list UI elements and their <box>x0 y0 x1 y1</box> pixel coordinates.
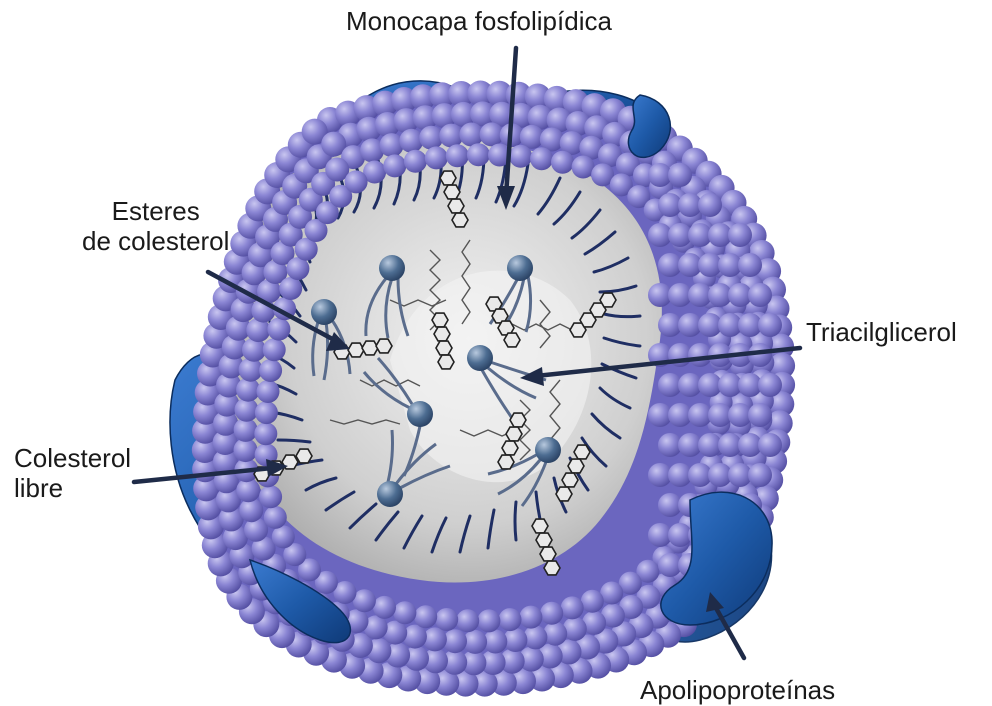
phospholipid-head <box>758 313 782 337</box>
phospholipid-head <box>456 609 479 632</box>
phospholipid-head <box>404 150 427 173</box>
phospholipid-head <box>435 608 458 631</box>
phospholipid-head <box>373 596 396 619</box>
phospholipid-head <box>446 144 469 167</box>
phospholipid-head <box>698 193 722 217</box>
label-triacilglicerol: Triacilglicerol <box>806 317 957 347</box>
phospholipid-head <box>242 338 266 362</box>
label-esteres-de-colesterol: Esteres de colesterol <box>82 196 229 256</box>
label-apolipoproteinas: Apolipoproteínas <box>640 675 835 705</box>
label-monocapa-fosfolipidica: Monocapa fosfolipídica <box>346 6 612 36</box>
label-colesterol-line1: Colesterol <box>14 443 131 473</box>
phospholipid-head <box>259 359 282 382</box>
phospholipid-head <box>738 253 762 277</box>
phospholipid-head <box>530 147 553 170</box>
phospholipid-head <box>425 146 448 169</box>
phospholipid-head <box>267 318 290 341</box>
phospholipid-head <box>668 163 692 187</box>
label-esteres-line2: de colesterol <box>82 226 229 256</box>
phospholipid-head <box>414 605 437 628</box>
phospholipid-head <box>748 463 772 487</box>
label-esteres-line1: Esteres <box>82 196 229 226</box>
phospholipid-head <box>380 133 404 157</box>
phospholipid-head <box>499 608 522 631</box>
phospholipid-head <box>540 602 563 625</box>
phospholipid-head <box>264 506 287 529</box>
phospholipid-head <box>748 403 772 427</box>
phospholipid-head <box>728 223 752 247</box>
phospholipid-head <box>758 373 782 397</box>
phospholipid-head <box>519 606 542 629</box>
phospholipid-head <box>257 380 280 403</box>
phospholipid-head <box>467 143 490 166</box>
label-colesterol-libre: Colesterol libre <box>14 443 131 503</box>
phospholipid-head <box>263 338 286 361</box>
phospholipid-head <box>383 154 406 177</box>
phospholipid-head <box>581 590 604 613</box>
phospholipid-head <box>551 151 574 174</box>
phospholipid-head <box>561 596 584 619</box>
phospholipid-head <box>758 433 782 457</box>
phospholipid-head <box>509 145 532 168</box>
phospholipid-head <box>279 277 302 300</box>
phospholipid-head <box>255 401 278 424</box>
phospholipid-head <box>345 170 368 193</box>
phospholipid-head <box>254 422 277 445</box>
phospholipid-head <box>477 609 500 632</box>
phospholipid-head <box>748 283 772 307</box>
phospholipid-head <box>393 601 416 624</box>
phospholipid-head <box>259 485 282 508</box>
label-colesterol-line2: libre <box>14 473 131 503</box>
